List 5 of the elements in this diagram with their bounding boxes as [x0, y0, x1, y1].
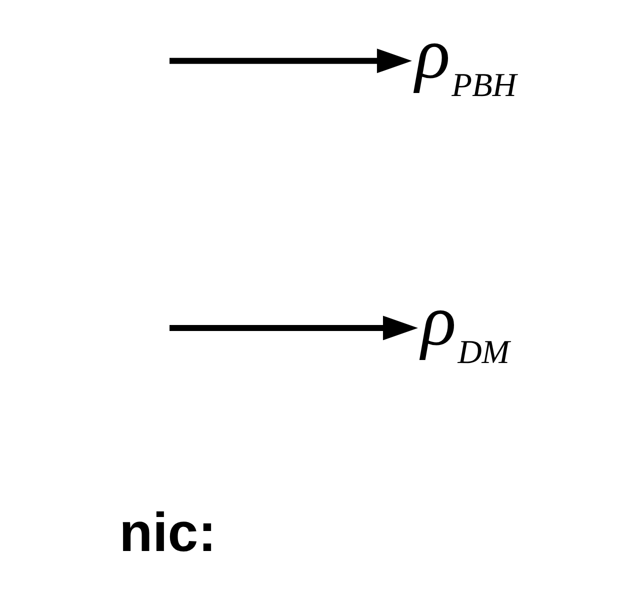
arrow [169, 48, 412, 74]
arrow [169, 316, 418, 340]
label: nic: [118, 502, 216, 563]
node-text: ρ$_{PBH}$ [414, 12, 516, 104]
node-text: ρ$_{DM}$ [420, 280, 510, 372]
